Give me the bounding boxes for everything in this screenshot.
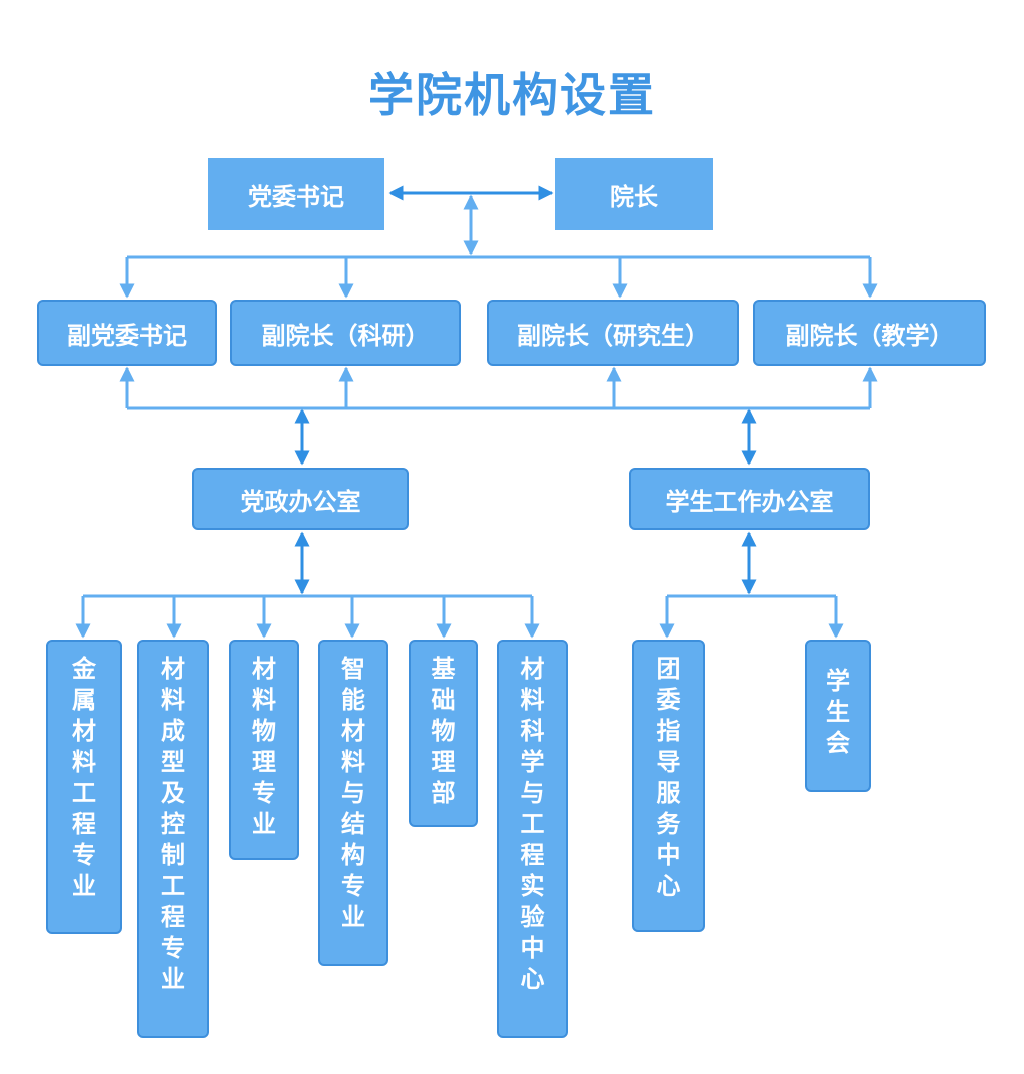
- box-unit-metal: 金属材料工程专业: [46, 640, 122, 934]
- box-vp-graduate: 副院长（研究生）: [487, 300, 739, 366]
- box-deputy-secretary: 副党委书记: [37, 300, 217, 366]
- box-unit-league: 团委指导服务中心: [632, 640, 705, 932]
- box-dean: 院长: [555, 158, 713, 230]
- box-party-secretary: 党委书记: [208, 158, 384, 230]
- box-unit-basic-physics: 基础物理部: [409, 640, 478, 827]
- box-unit-lab-center: 材料科学与工程实验中心: [497, 640, 568, 1038]
- box-unit-forming: 材料成型及控制工程专业: [137, 640, 209, 1038]
- box-unit-physics-major: 材料物理专业: [229, 640, 299, 860]
- box-unit-union: 学生会: [805, 640, 871, 792]
- box-party-office: 党政办公室: [192, 468, 409, 530]
- page-title: 学院机构设置: [368, 68, 656, 122]
- box-unit-smart: 智能材料与结构专业: [318, 640, 388, 966]
- box-vp-research: 副院长（科研）: [230, 300, 461, 366]
- box-student-office: 学生工作办公室: [629, 468, 870, 530]
- box-vp-teaching: 副院长（教学）: [753, 300, 986, 366]
